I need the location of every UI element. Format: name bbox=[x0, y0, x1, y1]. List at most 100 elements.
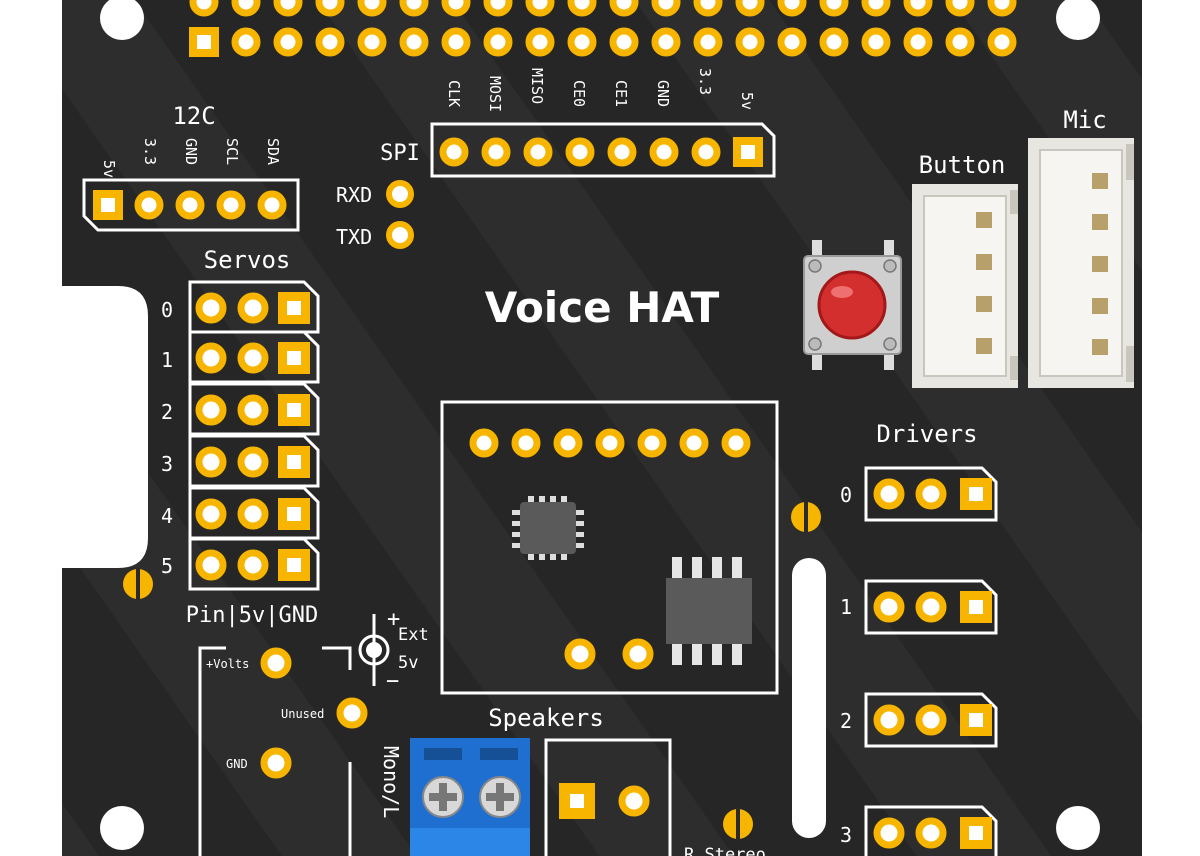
square-pad-hole bbox=[969, 487, 983, 501]
servo-header-outline bbox=[188, 486, 320, 540]
amp-top-pads bbox=[469, 428, 751, 458]
chip-leg bbox=[561, 554, 567, 560]
round-pad bbox=[915, 704, 947, 736]
round-pad bbox=[915, 817, 947, 849]
tactile-button[interactable] bbox=[803, 240, 902, 370]
round-pad bbox=[873, 591, 905, 623]
round-pad bbox=[567, 27, 597, 57]
round-pad bbox=[237, 394, 269, 426]
chip-leg bbox=[539, 554, 545, 560]
chip-leg bbox=[528, 554, 534, 560]
round-pad bbox=[195, 292, 227, 324]
connector-pin bbox=[1092, 214, 1108, 230]
button-connector-label: Button bbox=[919, 151, 1006, 179]
drivers-title: Drivers bbox=[876, 420, 977, 448]
round-pad bbox=[237, 292, 269, 324]
square-pad-hole bbox=[287, 301, 301, 315]
driver-header-outline bbox=[864, 466, 998, 522]
connector-pin bbox=[1092, 339, 1108, 355]
square-pad-hole bbox=[741, 145, 755, 159]
spi-pin-label: CLK bbox=[445, 80, 463, 107]
round-pad bbox=[693, 0, 723, 17]
round-pad bbox=[861, 27, 891, 57]
chip-leg bbox=[672, 557, 682, 578]
driver-row-label: 0 bbox=[840, 483, 852, 507]
square-pad-hole bbox=[287, 455, 301, 469]
round-pad bbox=[721, 428, 751, 458]
mounting-hole bbox=[100, 806, 144, 850]
square-pad-hole bbox=[287, 403, 301, 417]
chip-leg bbox=[576, 521, 584, 526]
drivers-section: Drivers 0 1 2 3 bbox=[840, 420, 998, 856]
chip-leg bbox=[561, 496, 567, 502]
solder-jumper bbox=[723, 808, 753, 840]
round-pad bbox=[679, 428, 709, 458]
round-pad bbox=[469, 428, 499, 458]
driver-row-label: 3 bbox=[840, 823, 852, 847]
spi-pin-label: GND bbox=[654, 80, 672, 107]
spi-title: SPI bbox=[380, 141, 420, 166]
round-pad bbox=[651, 27, 681, 57]
mono-label: Mono/L bbox=[379, 746, 403, 818]
round-pad bbox=[237, 549, 269, 581]
i2c-pin-label: SDA bbox=[264, 138, 282, 165]
speaker-terminal-block[interactable] bbox=[410, 738, 530, 856]
round-pad bbox=[903, 0, 933, 17]
power-bracket bbox=[322, 646, 352, 670]
round-pad bbox=[525, 0, 555, 17]
ext-minus-label: − bbox=[386, 669, 399, 694]
round-pad bbox=[231, 27, 261, 57]
i2c-pin-label: SCL bbox=[223, 138, 241, 165]
volts-label: +Volts bbox=[206, 657, 249, 671]
chip-leg bbox=[712, 644, 722, 665]
button-cap[interactable] bbox=[817, 270, 887, 340]
round-pad bbox=[481, 137, 511, 167]
square-pad-hole bbox=[287, 351, 301, 365]
round-pad bbox=[273, 0, 303, 17]
round-pad bbox=[357, 0, 387, 17]
servos-section: Servos 0 1 2 3 4 5 Pin|5v|GND bbox=[161, 246, 320, 628]
round-pad bbox=[651, 0, 681, 17]
spi-pads bbox=[439, 137, 763, 167]
servo-header-outline bbox=[188, 280, 320, 334]
connector-pin bbox=[1092, 298, 1108, 314]
round-pad bbox=[553, 428, 583, 458]
servo-row-label: 2 bbox=[161, 400, 173, 424]
driver-row-label: 2 bbox=[840, 709, 852, 733]
round-pad bbox=[987, 0, 1017, 17]
round-pad bbox=[134, 190, 164, 220]
i2c-pads bbox=[93, 190, 287, 220]
unused-pad bbox=[336, 697, 368, 729]
driver-header-outline bbox=[864, 692, 998, 748]
round-pad bbox=[693, 27, 723, 57]
servos-title: Servos bbox=[204, 246, 291, 274]
square-pad-hole bbox=[101, 198, 115, 212]
button-connector: Button bbox=[912, 151, 1018, 388]
chip-leg bbox=[672, 644, 682, 665]
spi-pin-label: CE1 bbox=[612, 80, 630, 107]
connector-pin bbox=[1092, 256, 1108, 272]
speaker-header-outline bbox=[544, 738, 672, 856]
round-pad bbox=[861, 0, 891, 17]
round-pad bbox=[609, 0, 639, 17]
round-pad bbox=[609, 27, 639, 57]
screw-icon[interactable] bbox=[422, 776, 464, 818]
chip-leg bbox=[576, 532, 584, 537]
driver-row-label: 1 bbox=[840, 595, 852, 619]
round-pad bbox=[649, 137, 679, 167]
round-pad bbox=[195, 394, 227, 426]
screw-icon[interactable] bbox=[479, 776, 521, 818]
round-pad bbox=[237, 446, 269, 478]
spi-pin-label: 5v bbox=[738, 92, 756, 110]
round-pad bbox=[441, 0, 471, 17]
driver-header-outline bbox=[864, 579, 998, 635]
round-pad bbox=[511, 428, 541, 458]
round-pad bbox=[903, 27, 933, 57]
chip-leg bbox=[528, 496, 534, 502]
round-pad bbox=[216, 190, 246, 220]
ext-plus-label: + bbox=[387, 607, 400, 632]
round-pad bbox=[195, 342, 227, 374]
connector-pin bbox=[976, 212, 992, 228]
round-pad bbox=[441, 27, 471, 57]
servo-row-label: 0 bbox=[161, 298, 173, 322]
